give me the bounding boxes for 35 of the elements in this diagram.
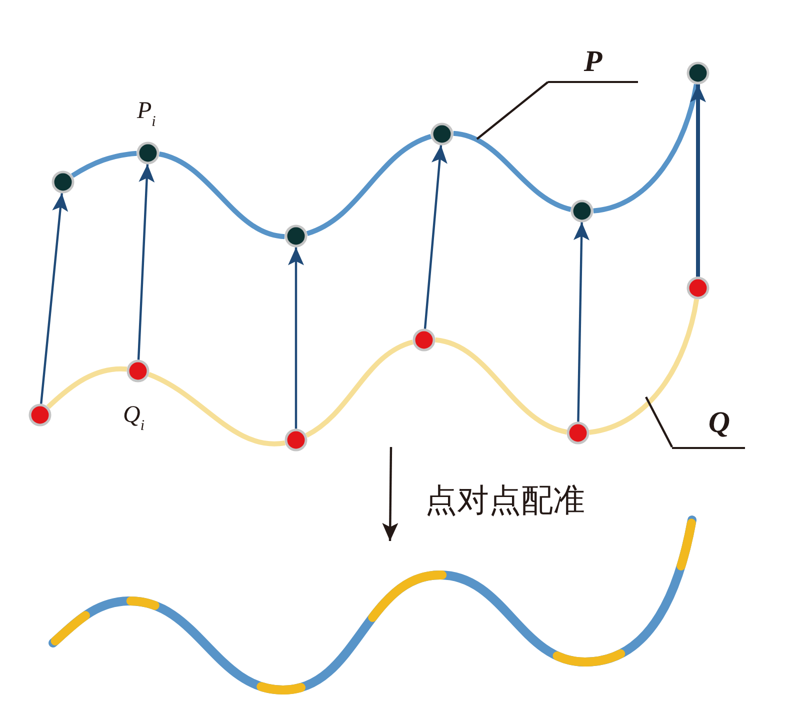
arrow [690,84,706,277]
point [52,170,74,194]
point [570,200,594,222]
point [284,224,308,248]
curve [306,134,432,236]
curve [46,366,127,409]
arrow [137,164,155,360]
arrow [573,222,590,422]
point [126,360,150,382]
curve [434,337,568,434]
arrow [40,193,68,404]
curve [158,152,285,240]
curve [593,84,699,214]
point [136,142,160,164]
leader-line [645,396,673,448]
point [566,422,590,444]
arrow [288,247,304,429]
point [686,62,710,84]
arrow [424,145,448,329]
point [28,404,52,426]
leader-line [476,81,549,140]
edge-label: 点对点配准 [425,484,585,516]
curve-label: P [548,47,638,83]
point [284,428,308,452]
point [686,276,710,300]
arrow [382,446,398,542]
point [430,122,454,146]
curve [305,340,414,438]
curve [453,130,572,212]
curve [588,298,700,435]
curve [71,150,137,178]
point [412,328,436,352]
curve [48,516,696,694]
curve [148,372,286,446]
curve-label: Q [672,408,745,449]
